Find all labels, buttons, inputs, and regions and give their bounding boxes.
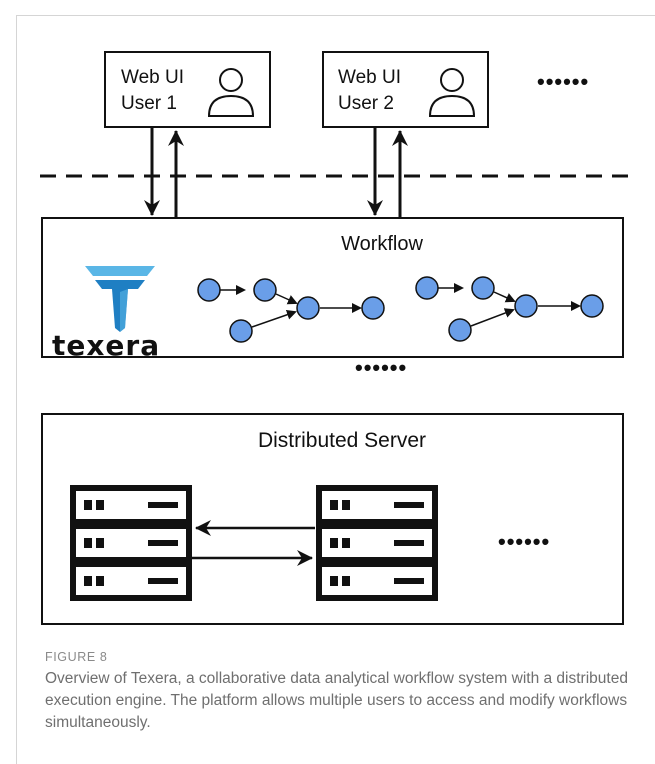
user-1-icon [207,68,255,117]
workflow-node [253,278,277,302]
workflow-node [514,294,538,318]
workflow-node [448,318,472,342]
texera-architecture-diagram: Web UI User 1 Web UI User 2 •••••• Workf… [40,51,636,625]
texera-logo: texera [52,266,160,362]
figure-frame-left [16,15,17,764]
workflow-node [415,276,439,300]
workflow-ellipsis: •••••• [355,355,407,380]
user-box-2: Web UI User 2 [322,51,489,128]
server-title: Distributed Server [258,429,426,452]
figure-caption-text: Overview of Texera, a collaborative data… [45,670,628,731]
workflow-node [361,296,385,320]
user-2-icon [428,68,476,117]
workflow-node [580,294,604,318]
server-rack-2 [316,485,438,601]
users-ellipsis: •••••• [537,69,589,94]
distributed-server-box: Distributed Server •••••• [41,413,624,625]
workflow-title: Workflow [341,233,423,255]
user-1-line2: User 1 [121,93,177,114]
workflow-node [296,296,320,320]
workflow-node [229,319,253,343]
figure-caption: FIGURE 8 Overview of Texera, a collabora… [45,650,635,734]
figure-frame-top [16,15,655,16]
workflow-graph-1 [197,278,385,343]
workflow-box: Workflow texera [41,217,624,380]
figure-label: FIGURE 8 [45,650,108,664]
workflow-node [471,276,495,300]
user-2-line2: User 2 [338,93,394,114]
user-box-1: Web UI User 1 [104,51,271,128]
workflow-graph-2 [415,276,604,342]
texera-logo-text: texera [52,329,160,362]
user-1-line1: Web UI [121,67,184,88]
server-ellipsis: •••••• [498,529,550,554]
server-rack-1 [70,485,192,601]
user-2-line1: Web UI [338,67,401,88]
workflow-node [197,278,221,302]
